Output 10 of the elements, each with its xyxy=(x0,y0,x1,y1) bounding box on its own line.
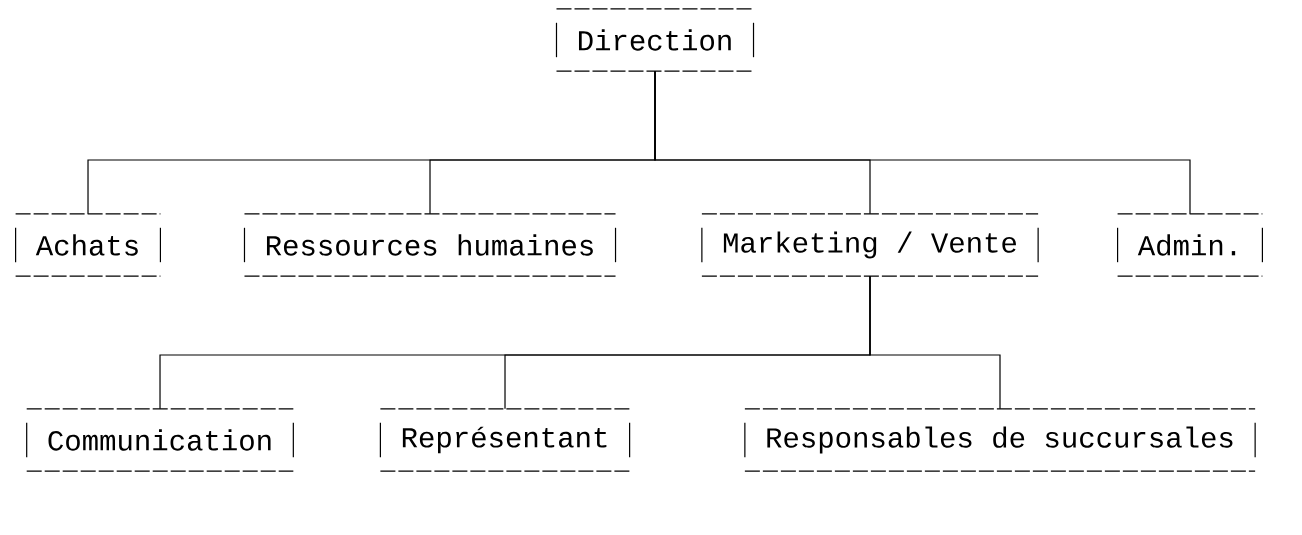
org-box: Achats xyxy=(15,213,161,277)
org-box: Admin. xyxy=(1117,213,1263,277)
org-box: Direction xyxy=(555,8,755,72)
connector-line xyxy=(654,70,1191,215)
connector-line xyxy=(869,275,1001,410)
org-box: Représentant xyxy=(379,408,631,472)
org-box: Marketing / Vente xyxy=(701,213,1039,277)
org-box: Ressources humaines xyxy=(243,213,617,277)
org-box: Communication xyxy=(26,408,294,472)
org-box: Responsables de succursales xyxy=(744,408,1256,472)
